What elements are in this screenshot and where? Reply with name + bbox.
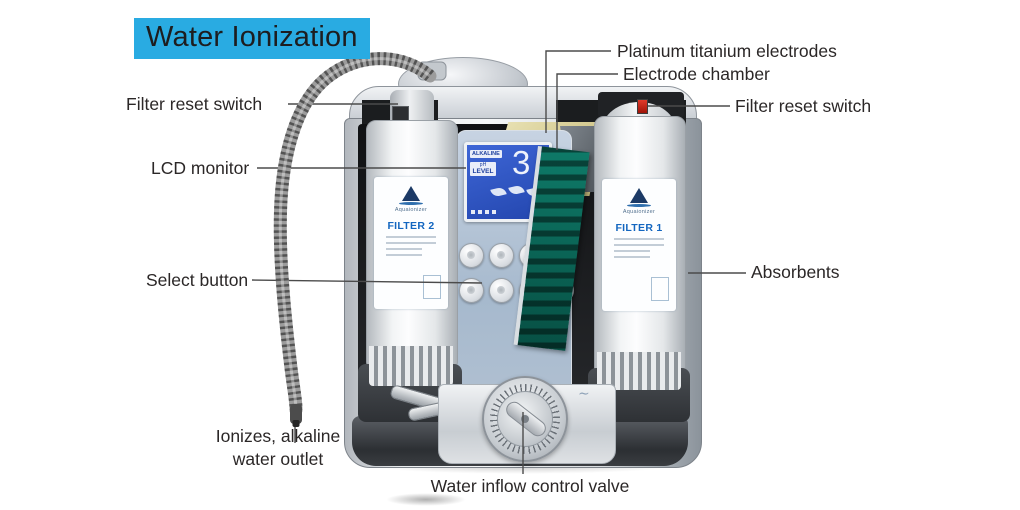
label-water-outlet-line2: water outlet [232, 449, 324, 469]
floor-smudge [386, 493, 466, 506]
brand-name: Aquaionizer [394, 207, 428, 213]
label-water-outlet-line1: Ionizes, alkaline [215, 426, 341, 446]
brand-swoosh-icon [627, 204, 651, 207]
label-lcd-monitor: LCD monitor [151, 158, 250, 178]
label-filter-reset-left: Filter reset switch [126, 94, 263, 114]
brand-name: Aquaionizer [622, 209, 656, 215]
signature-swirl-decoration: ∼ [578, 386, 590, 402]
label-filter-reset-right: Filter reset switch [735, 96, 872, 116]
label-fineprint [386, 236, 436, 238]
lcd-level-label: LEVEL [472, 168, 494, 175]
label-fineprint [614, 238, 664, 240]
label-fineprint [386, 242, 436, 244]
filter-1-label: FILTER 1 [615, 222, 663, 234]
water-inflow-valve [482, 376, 568, 462]
left-filter-ribs [369, 346, 453, 386]
right-filter-ribs [597, 352, 681, 390]
filter-2-cartridge: Aquaionizer FILTER 2 [366, 120, 458, 368]
label-platinum-electrodes: Platinum titanium electrodes [617, 41, 837, 61]
lcd-level-value: 3 [512, 144, 531, 181]
filter-1-label-card: Aquaionizer FILTER 1 [602, 179, 676, 311]
lcd-indicator-bar [471, 210, 497, 214]
panel-button [489, 278, 514, 303]
lcd-mode-text: ALKALINE [470, 150, 502, 158]
label-fineprint [386, 254, 422, 256]
label-absorbents: Absorbents [751, 262, 840, 282]
left-reset-switch-part [392, 106, 409, 121]
filter-2-label: FILTER 2 [387, 220, 435, 232]
lcd-ph-box: pH LEVEL [470, 162, 496, 176]
label-diagram-sketch [651, 277, 669, 301]
label-select-button: Select button [146, 270, 249, 290]
brand-swoosh-icon [399, 202, 423, 205]
lcd-wave-icon [508, 184, 525, 196]
filter-reset-switch-part [637, 99, 648, 114]
valve-center-dot [521, 415, 529, 423]
page-title: Water Ionization [134, 18, 370, 59]
filter-2-label-card: Aquaionizer FILTER 2 [374, 177, 448, 309]
panel-button [459, 278, 484, 303]
label-diagram-sketch [423, 275, 441, 299]
label-inflow-valve: Water inflow control valve [430, 476, 630, 496]
label-fineprint [614, 250, 650, 252]
filter-1-cartridge: Aquaionizer FILTER 1 [594, 116, 686, 376]
hose-nozzle [290, 404, 302, 424]
label-fineprint [614, 256, 650, 258]
panel-button [489, 243, 514, 268]
label-fineprint [386, 248, 422, 250]
label-electrode-chamber: Electrode chamber [623, 64, 770, 84]
brand-logo-icon [402, 186, 420, 201]
label-fineprint [614, 244, 664, 246]
panel-button [459, 243, 484, 268]
label-water-outlet: Ionizes, alkaline water outlet [203, 425, 353, 471]
lcd-ph-label: pH [479, 162, 487, 168]
lcd-wave-icon [490, 186, 507, 198]
brand-logo-icon [630, 188, 648, 203]
